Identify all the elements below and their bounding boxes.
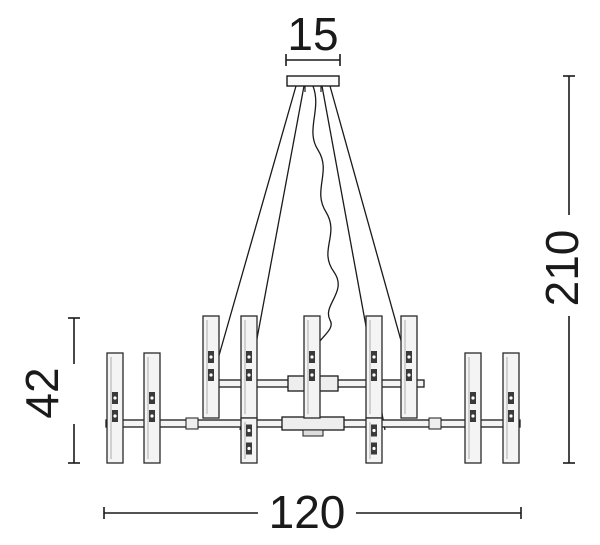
glass-tube: [240, 417, 258, 464]
glass-tube: [202, 315, 220, 419]
glass-tube: [502, 352, 520, 464]
glass-tube: [365, 315, 383, 419]
glass-tube: [240, 315, 258, 419]
glass-tube: [365, 417, 383, 464]
glass-tubes: [106, 315, 520, 464]
body-height-dimension: 42: [16, 317, 80, 464]
total-height-label: 210: [536, 230, 588, 307]
glass-tube: [303, 315, 321, 419]
power-cord: [312, 85, 339, 351]
diameter-label: 120: [269, 486, 346, 538]
diameter-dimension: 120: [103, 486, 522, 538]
total-height-dimension: 210: [536, 75, 588, 464]
canopy-width-dimension: 15: [285, 8, 341, 66]
glass-tube: [400, 315, 418, 419]
lower-hub: [281, 416, 345, 431]
glass-tube: [464, 352, 482, 464]
glass-tube: [106, 352, 124, 464]
body-height-label: 42: [16, 367, 68, 418]
glass-tube: [143, 352, 161, 464]
canopy-width-label: 15: [287, 8, 338, 60]
